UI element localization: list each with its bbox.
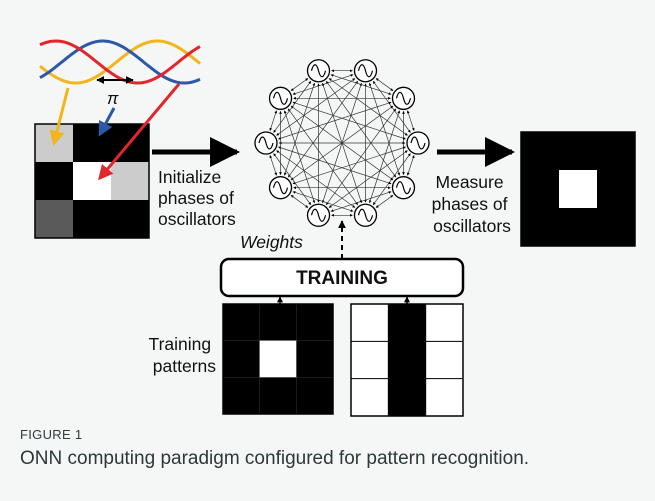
coupling-edge: [406, 110, 415, 131]
oscillator-network: [254, 59, 430, 227]
training-box: [219, 257, 465, 298]
coupling-edge: [287, 108, 359, 206]
input-waves: [39, 39, 201, 85]
grid-cell: [111, 162, 149, 200]
grid-cell: [223, 377, 260, 414]
grid-cell: [223, 340, 260, 378]
oscillator-node: [306, 203, 331, 227]
red-arrow: [98, 83, 181, 181]
coupling-edge: [290, 78, 309, 91]
oscillator-node: [268, 86, 293, 110]
grid-cell: [559, 208, 597, 246]
coupling-edge: [325, 80, 397, 178]
grid-cell: [259, 304, 297, 341]
grid-cell: [597, 170, 635, 208]
grid-cell: [521, 208, 559, 246]
grid-cell: [73, 200, 111, 238]
grid-cell: [388, 304, 426, 342]
grid-cell: [351, 341, 389, 379]
grid-cell: [35, 200, 73, 238]
grid-cell: [296, 340, 333, 378]
grid-cell: [597, 132, 635, 170]
grid-cell: [259, 377, 297, 414]
training-label: TRAINING: [296, 268, 388, 289]
grid-cell: [259, 340, 297, 378]
coupling-edge: [269, 110, 278, 131]
sine-icon: [395, 91, 412, 105]
grid-cell: [425, 341, 463, 379]
grid-cell: [351, 304, 389, 342]
oscillator-node: [406, 131, 430, 155]
sine-icon: [272, 181, 289, 195]
sine-icon: [357, 64, 374, 78]
grid-cell: [597, 208, 635, 246]
weights-label: Weights: [240, 232, 303, 252]
grid-cell: [425, 378, 463, 416]
measure-label: Measure phases of oscillators: [432, 172, 513, 236]
sine-icon: [310, 64, 327, 78]
sine-icon: [410, 136, 426, 150]
coupling-edge: [292, 101, 406, 140]
oscillator-node: [391, 176, 416, 200]
oscillator-node: [353, 203, 378, 227]
grid-cell: [111, 200, 149, 238]
grid-cell: [425, 304, 463, 342]
sine-icon: [310, 208, 327, 222]
initialize-label: Initialize phases of oscillators: [158, 167, 239, 229]
sine-icon: [395, 181, 412, 195]
grid-cell: [223, 304, 260, 341]
figure-label: FIGURE 1: [20, 427, 83, 442]
oscillator-node: [391, 86, 416, 110]
oscillator-node: [306, 59, 331, 83]
training-pattern-1: [222, 303, 334, 415]
grid-cell: [351, 378, 389, 416]
training-pattern-2: [350, 303, 464, 417]
blue-arrow: [98, 107, 116, 137]
sine-icon: [357, 208, 374, 222]
grid-cell: [559, 132, 597, 170]
grid-cell: [296, 377, 333, 414]
output-grid: [520, 131, 636, 247]
training-patterns-label: Training patterns: [149, 334, 217, 376]
grid-cell: [388, 341, 426, 379]
grid-cell: [388, 378, 426, 416]
figure-caption: ONN computing paradigm configured for pa…: [20, 448, 530, 469]
oscillator-node: [353, 59, 378, 83]
coupling-edge: [406, 155, 415, 176]
oscillator-node: [254, 131, 278, 155]
grid-cell: [73, 162, 111, 200]
coupling-edge: [278, 146, 392, 185]
grid-cell: [521, 132, 559, 170]
coupling-edge: [269, 155, 278, 176]
sine-icon: [258, 136, 274, 150]
grid-cell: [296, 304, 333, 341]
wave-blue: [39, 39, 201, 85]
coupling-edge: [321, 82, 363, 204]
grid-cell: [521, 170, 559, 208]
yellow-arrow: [49, 87, 70, 146]
grid-cell: [559, 170, 597, 208]
wave-yellow: [39, 39, 201, 85]
pi-label: π: [107, 89, 119, 108]
grid-cell: [73, 124, 111, 162]
sine-icon: [272, 91, 289, 105]
oscillator-node: [268, 176, 293, 200]
grid-cell: [35, 162, 73, 200]
